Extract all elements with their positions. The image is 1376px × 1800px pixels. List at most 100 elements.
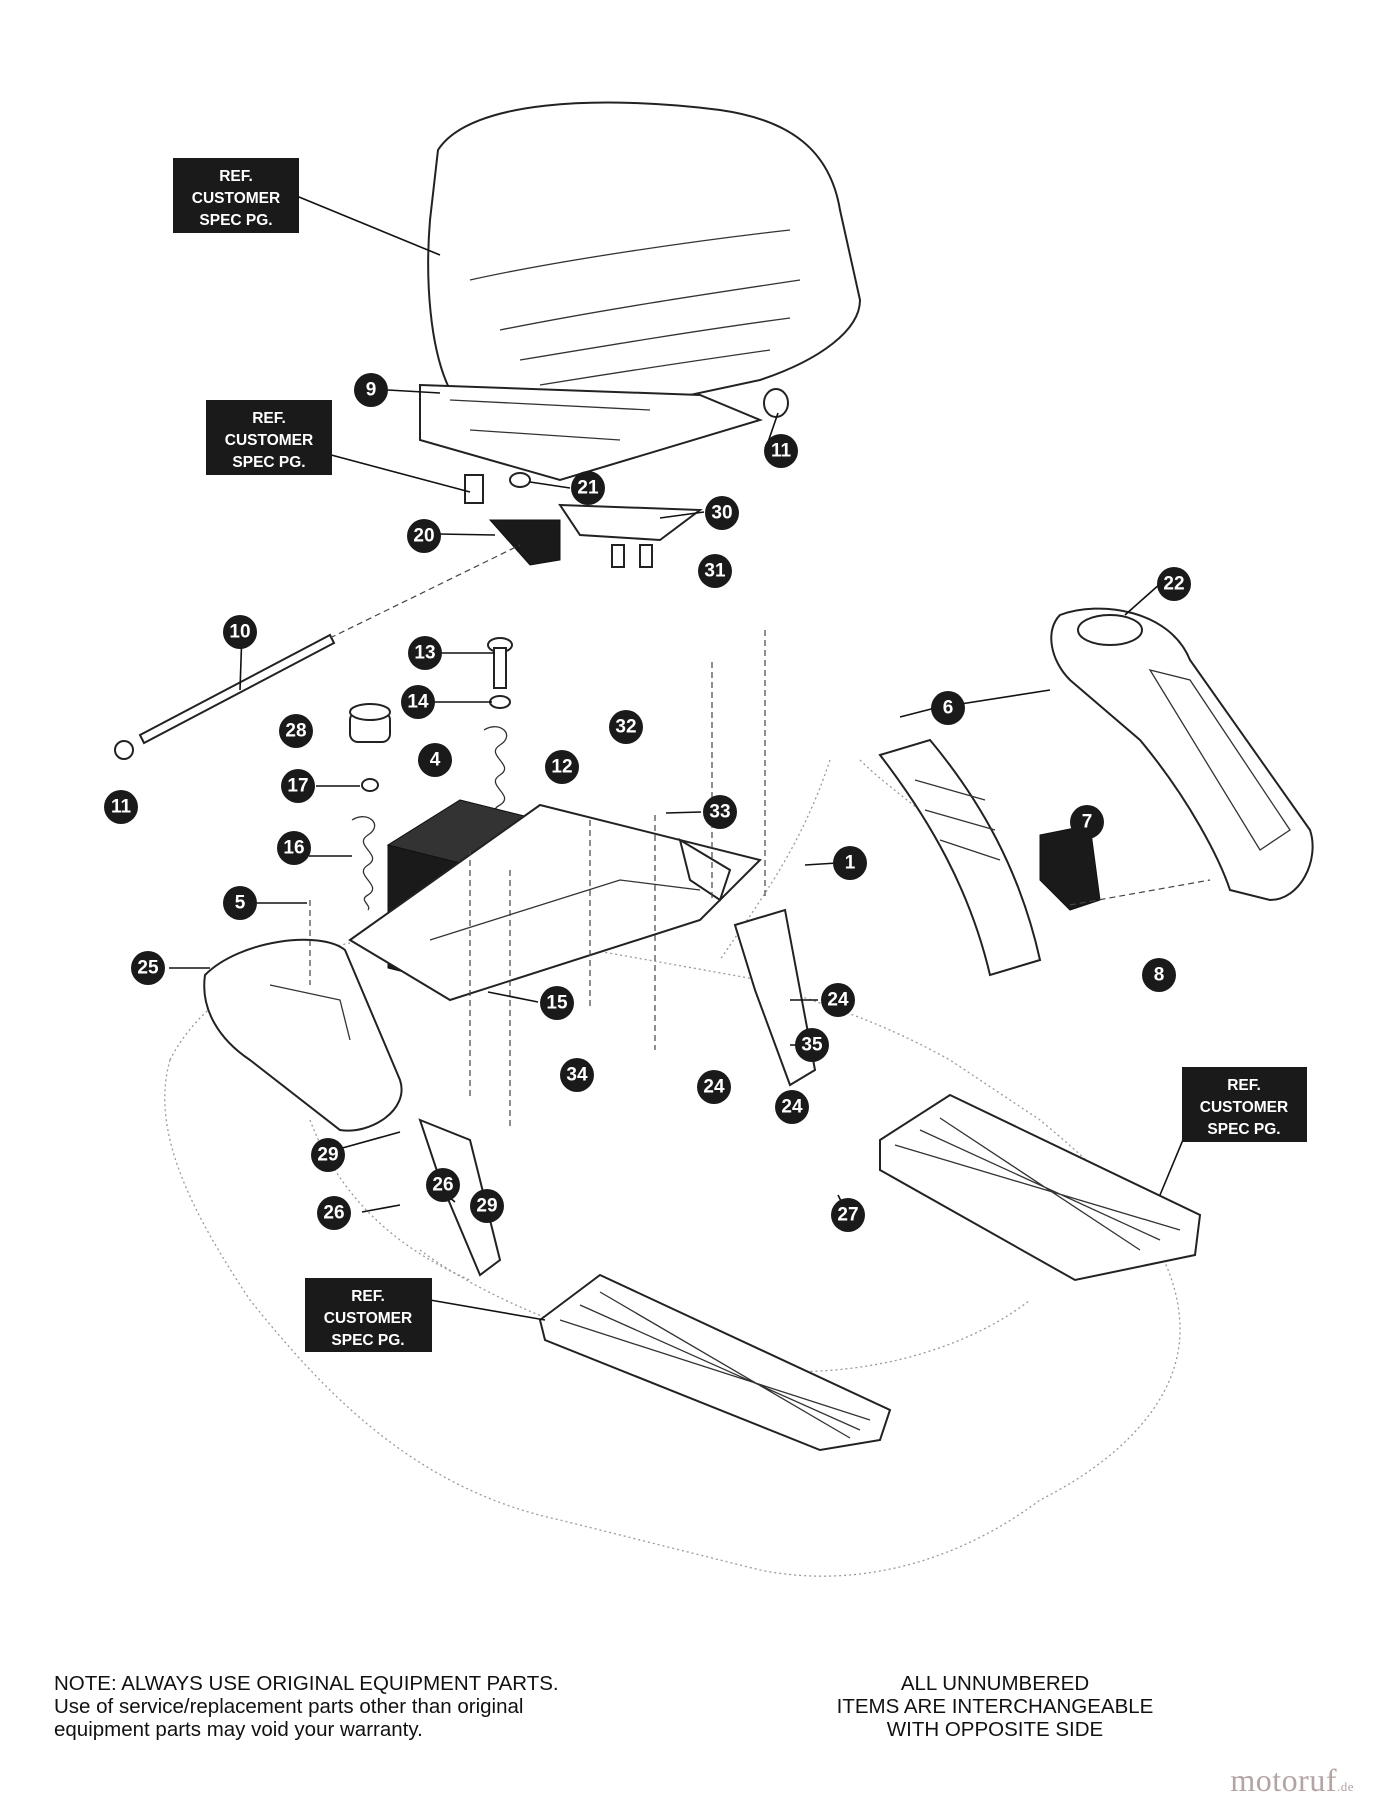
interchangeable-note: ALL UNNUMBERED ITEMS ARE INTERCHANGEABLE… — [760, 1672, 1230, 1741]
svg-text:29: 29 — [476, 1196, 497, 1217]
callout-1: 1 — [833, 846, 867, 880]
svg-text:29: 29 — [317, 1145, 338, 1166]
svg-text:11: 11 — [771, 441, 792, 462]
warranty-note-line-3: equipment parts may void your warranty. — [54, 1718, 423, 1741]
interchangeable-note-line-3: WITH OPPOSITE SIDE — [886, 1718, 1104, 1741]
callout-29-b: 29 — [470, 1189, 504, 1223]
svg-text:9: 9 — [366, 380, 377, 401]
right-fender-panel — [878, 738, 1042, 977]
callout-20: 20 — [407, 519, 441, 553]
callout-9: 9 — [354, 373, 388, 407]
svg-text:32: 32 — [615, 717, 636, 738]
svg-text:SPEC PG.: SPEC PG. — [199, 212, 272, 229]
callout-16: 16 — [277, 831, 311, 865]
svg-text:27: 27 — [837, 1205, 858, 1226]
svg-text:4: 4 — [430, 750, 441, 771]
svg-text:REF.: REF. — [219, 168, 253, 185]
callout-15: 15 — [540, 986, 574, 1020]
svg-text:17: 17 — [287, 776, 308, 797]
svg-text:6: 6 — [943, 698, 954, 719]
svg-text:SPEC PG.: SPEC PG. — [1207, 1121, 1280, 1138]
callout-4: 4 — [418, 743, 452, 777]
warranty-note-line-2: Use of service/replacement parts other t… — [54, 1695, 524, 1718]
callout-32: 32 — [609, 710, 643, 744]
svg-text:22: 22 — [1163, 574, 1184, 595]
svg-text:26: 26 — [323, 1203, 344, 1224]
left-fender — [203, 938, 403, 1132]
svg-text:28: 28 — [285, 721, 306, 742]
callout-30: 30 — [705, 496, 739, 530]
callout-12: 12 — [545, 750, 579, 784]
callout-10: 10 — [223, 615, 257, 649]
svg-text:24: 24 — [827, 990, 849, 1011]
svg-text:16: 16 — [283, 838, 304, 859]
svg-text:REF.: REF. — [1227, 1077, 1261, 1094]
callout-8: 8 — [1142, 958, 1176, 992]
callout-22: 22 — [1157, 567, 1191, 601]
svg-text:33: 33 — [709, 802, 730, 823]
svg-text:24: 24 — [703, 1077, 725, 1098]
callout-26-a: 26 — [426, 1168, 460, 1202]
svg-text:14: 14 — [407, 692, 429, 713]
left-footrest — [538, 1273, 892, 1452]
svg-text:11: 11 — [111, 797, 132, 818]
callout-7: 7 — [1070, 805, 1104, 839]
callout-6: 6 — [931, 691, 965, 725]
svg-text:13: 13 — [414, 643, 435, 664]
svg-text:20: 20 — [413, 526, 434, 547]
callout-25: 25 — [131, 951, 165, 985]
svg-text:CUSTOMER: CUSTOMER — [324, 1310, 412, 1327]
svg-text:10: 10 — [229, 622, 250, 643]
svg-text:SPEC PG.: SPEC PG. — [232, 454, 305, 471]
warranty-note-line-1: NOTE: ALWAYS USE ORIGINAL EQUIPMENT PART… — [54, 1672, 559, 1695]
right-footrest — [879, 1093, 1202, 1282]
watermark-main: motoruf — [1230, 1762, 1337, 1798]
callout-24-c: 24 — [775, 1090, 809, 1124]
callout-33: 33 — [703, 795, 737, 829]
svg-text:15: 15 — [546, 993, 568, 1014]
svg-text:35: 35 — [801, 1035, 823, 1056]
ref-box-seat: REF. CUSTOMER SPEC PG. — [173, 158, 441, 256]
ref-box-right-footrest: REF. CUSTOMER SPEC PG. — [1159, 1067, 1307, 1196]
seat-bracket — [419, 383, 789, 482]
seat — [427, 101, 862, 423]
seat-latch — [488, 472, 561, 566]
svg-text:12: 12 — [551, 757, 572, 778]
interchangeable-note-line-1: ALL UNNUMBERED — [900, 1672, 1090, 1695]
ref-box-left-footrest: REF. CUSTOMER SPEC PG. — [305, 1278, 546, 1352]
battery-tray — [348, 803, 762, 1002]
lever-cover — [1039, 824, 1211, 911]
svg-text:34: 34 — [566, 1065, 588, 1086]
svg-text:1: 1 — [845, 853, 856, 874]
callout-27: 27 — [831, 1198, 865, 1232]
seat-plate — [464, 474, 703, 568]
callout-24-b: 24 — [697, 1070, 731, 1104]
svg-text:SPEC PG.: SPEC PG. — [331, 1332, 404, 1349]
callout-35: 35 — [795, 1028, 829, 1062]
watermark-logo: motoruf.de — [1230, 1762, 1354, 1799]
callout-17: 17 — [281, 769, 315, 803]
assembly-lines — [309, 630, 766, 1130]
callout-11-top: 11 — [764, 434, 798, 468]
svg-text:CUSTOMER: CUSTOMER — [225, 432, 313, 449]
svg-text:7: 7 — [1082, 812, 1093, 833]
callout-29-a: 29 — [311, 1138, 345, 1172]
svg-text:21: 21 — [577, 478, 599, 499]
callout-34: 34 — [560, 1058, 594, 1092]
svg-text:CUSTOMER: CUSTOMER — [1200, 1099, 1288, 1116]
svg-text:REF.: REF. — [351, 1288, 385, 1305]
callout-13: 13 — [408, 636, 442, 670]
svg-text:REF.: REF. — [252, 410, 286, 427]
callout-28: 28 — [279, 714, 313, 748]
svg-text:25: 25 — [137, 958, 159, 979]
svg-text:24: 24 — [781, 1097, 803, 1118]
svg-text:26: 26 — [432, 1175, 453, 1196]
fender-console — [1050, 607, 1314, 902]
callout-24-a: 24 — [821, 983, 855, 1017]
callout-11-left: 11 — [104, 790, 138, 824]
svg-text:8: 8 — [1154, 965, 1165, 986]
pivot-rod — [114, 544, 521, 760]
svg-text:5: 5 — [235, 893, 246, 914]
callout-31: 31 — [698, 554, 732, 588]
